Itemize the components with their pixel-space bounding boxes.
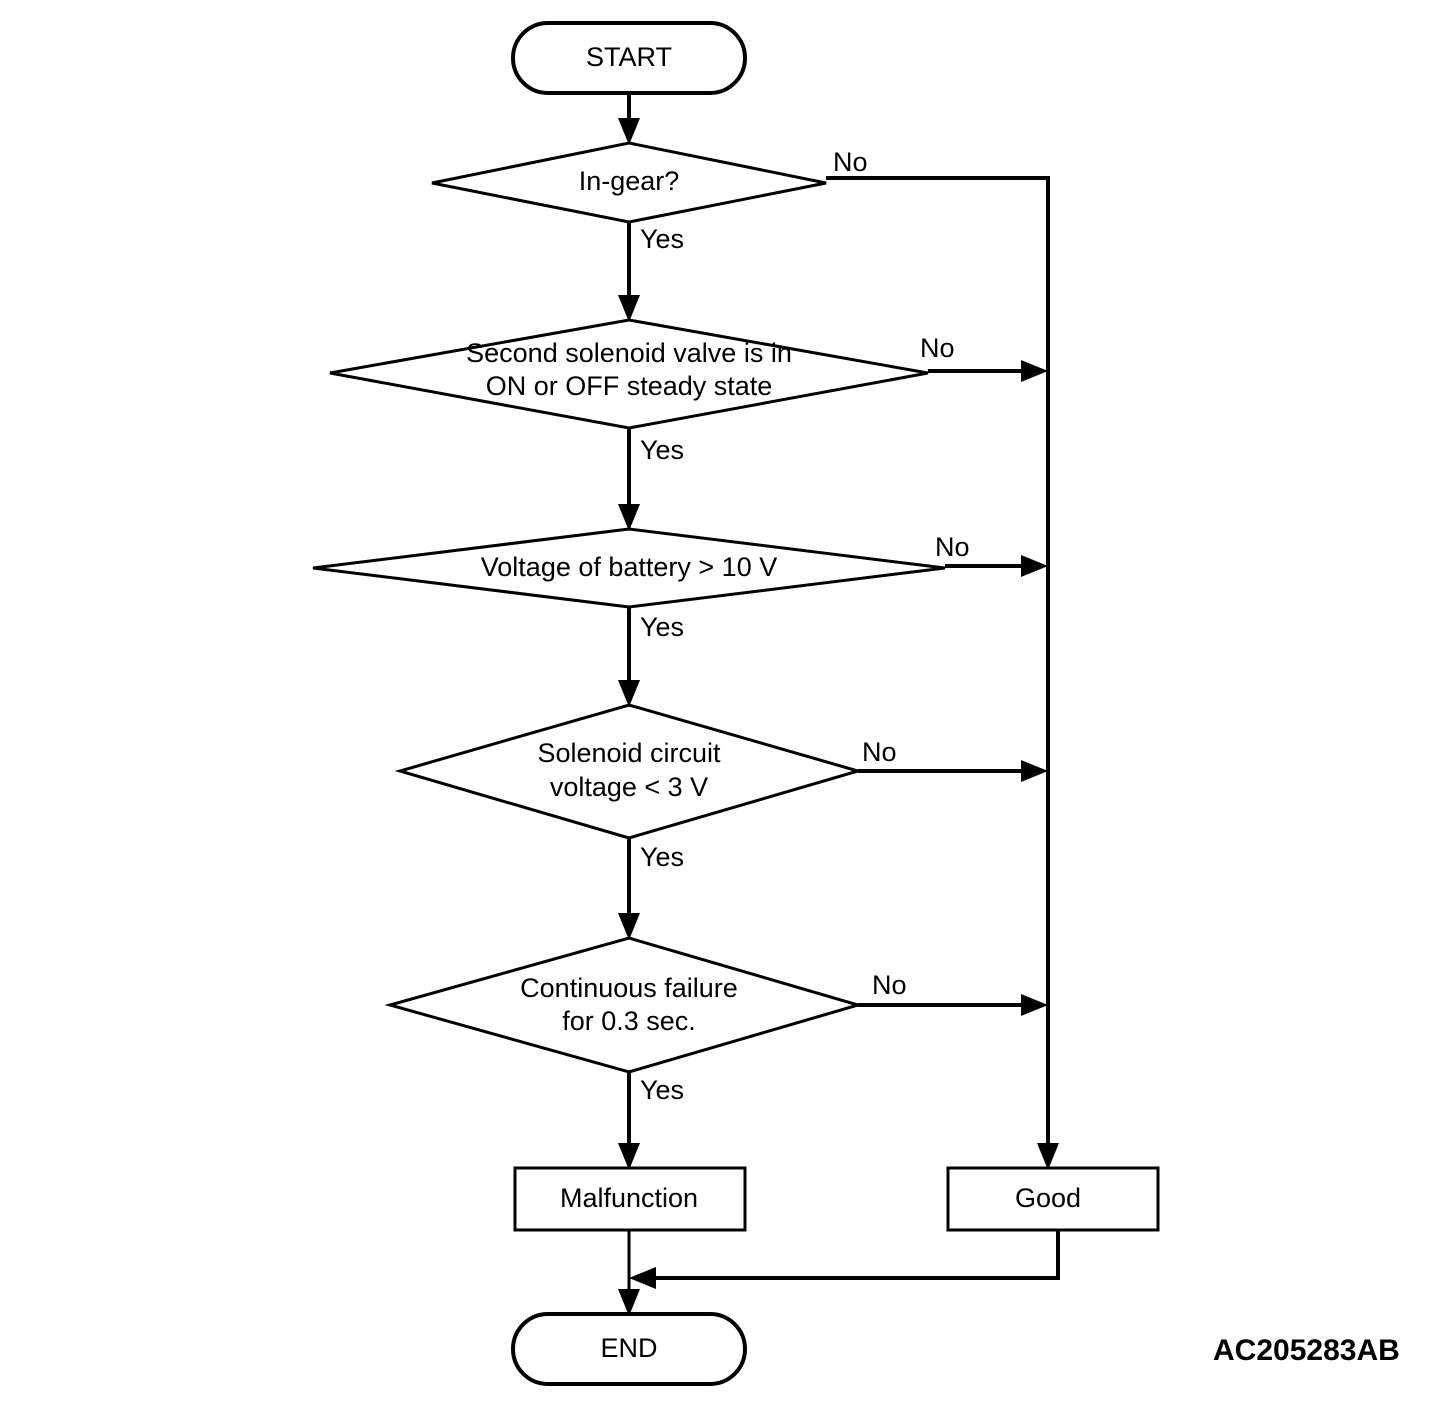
arrow-head-right-icon: [1021, 760, 1048, 782]
branch-label-no-5: No: [872, 970, 907, 1000]
branch-label-yes-5: Yes: [640, 1075, 684, 1105]
arrow-head-right-icon: [1021, 360, 1048, 382]
decision1-label: In-gear?: [579, 166, 680, 196]
branch-label-yes-4: Yes: [640, 842, 684, 872]
branch-label-yes-3: Yes: [640, 612, 684, 642]
arrow-head-down-icon: [618, 504, 640, 531]
edge-bus-to-good: [1037, 1143, 1059, 1170]
arrow-head-down-icon: [618, 913, 640, 940]
edge-good-to-end-merge: [629, 1230, 1060, 1289]
decision3-label: Voltage of battery > 10 V: [481, 552, 777, 582]
node-decision-battery-voltage: Voltage of battery > 10 V: [312, 527, 946, 609]
end-label: END: [600, 1333, 657, 1363]
start-label: START: [586, 42, 672, 72]
edge-decision1-yes: Yes: [618, 222, 684, 322]
decision2-label-line1: Second solenoid valve is in: [466, 338, 792, 368]
node-end: END: [511, 1312, 747, 1386]
good-shape: [946, 1166, 1160, 1232]
edge-decision4-no: No: [858, 737, 1048, 782]
branch-label-no-2: No: [920, 333, 955, 363]
arrow-head-right-icon: [1021, 994, 1048, 1016]
branch-label-yes-2: Yes: [640, 435, 684, 465]
arrow-head-down-icon: [618, 118, 640, 145]
decision5-shape: [384, 936, 864, 1074]
decision2-label-line2: ON or OFF steady state: [486, 371, 773, 401]
edge-decision3-no: No: [935, 532, 1048, 577]
arrow-head-down-icon: [1037, 1143, 1059, 1170]
node-malfunction: Malfunction: [513, 1166, 747, 1232]
good-label: Good: [1015, 1183, 1081, 1213]
branch-label-no-3: No: [935, 532, 970, 562]
arrow-head-left-icon: [629, 1267, 656, 1289]
node-decision-in-gear: In-gear?: [431, 141, 827, 224]
end-shape: [511, 1312, 747, 1386]
edge-decision4-yes: Yes: [618, 838, 684, 940]
arrow-head-down-icon: [618, 680, 640, 707]
node-good: Good: [946, 1166, 1160, 1232]
malfunction-shape: [513, 1166, 747, 1232]
decision5-label-line1: Continuous failure: [520, 973, 738, 1003]
edge-start-to-decision1: [618, 93, 640, 145]
node-decision-solenoid-circuit-voltage: Solenoid circuit voltage < 3 V: [394, 703, 864, 840]
decision4-label-line2: voltage < 3 V: [550, 772, 708, 802]
edge-decision3-yes: Yes: [618, 607, 684, 707]
arrow-head-down-icon: [618, 1143, 640, 1170]
decision4-label-line1: Solenoid circuit: [537, 738, 721, 768]
edge-decision2-yes: Yes: [618, 428, 684, 531]
node-start: START: [511, 21, 747, 95]
edge-decision2-no: No: [920, 333, 1048, 382]
decision5-label-line2: for 0.3 sec.: [562, 1006, 696, 1036]
branch-label-no-1: No: [833, 147, 868, 177]
node-decision-solenoid-steady-state: Second solenoid valve is in ON or OFF st…: [329, 318, 929, 430]
arrow-head-down-icon: [618, 1289, 640, 1316]
reference-code: AC205283AB: [1213, 1334, 1400, 1367]
edge-decision1-no: No: [826, 147, 1050, 1150]
arrow-head-down-icon: [618, 295, 640, 322]
edge-malfunction-to-end: [618, 1230, 640, 1316]
edge-decision5-yes: Yes: [618, 1072, 684, 1170]
branch-label-no-4: No: [862, 737, 897, 767]
malfunction-label: Malfunction: [560, 1183, 698, 1213]
arrow-head-right-icon: [1021, 555, 1048, 577]
branch-label-yes-1: Yes: [640, 224, 684, 254]
node-decision-continuous-failure: Continuous failure for 0.3 sec.: [384, 936, 864, 1074]
edge-decision5-no: No: [858, 970, 1048, 1016]
